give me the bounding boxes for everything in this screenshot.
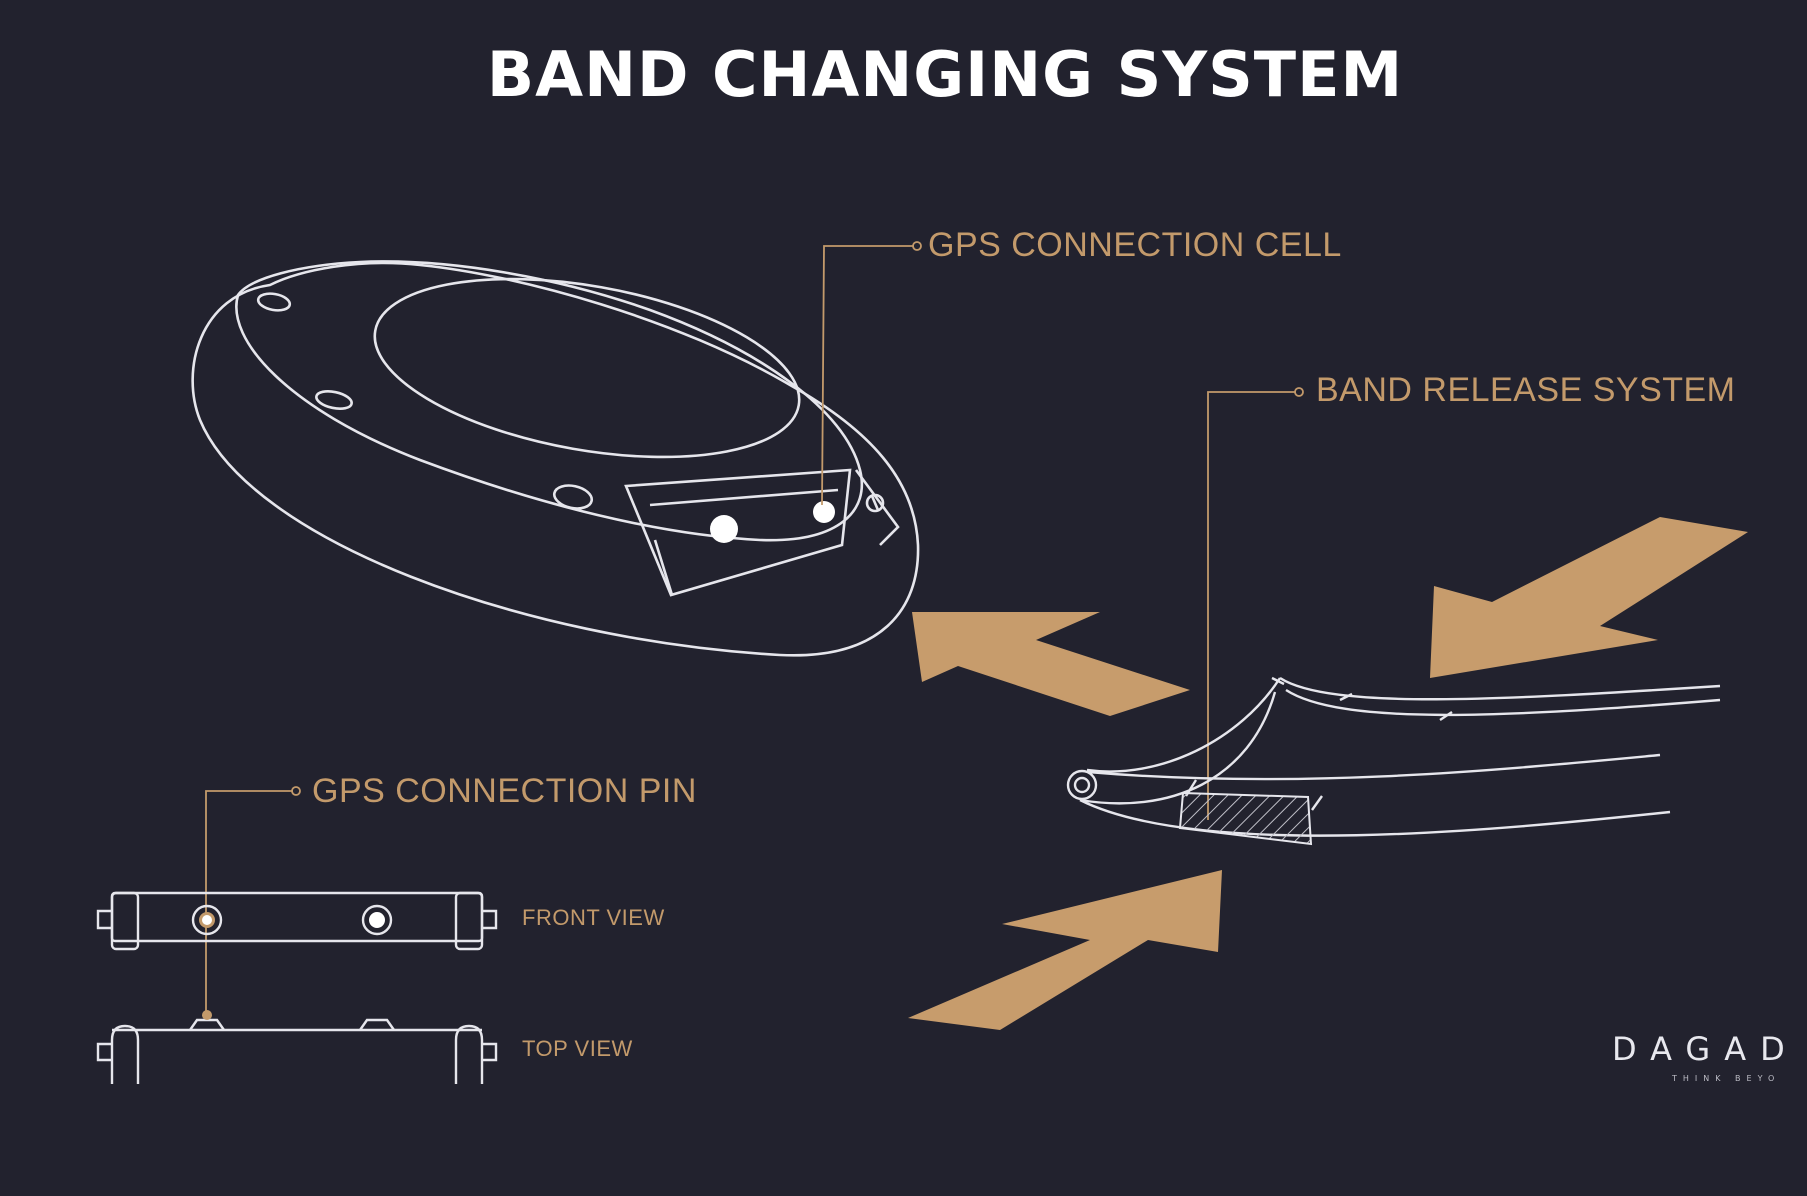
gps-connection-cell-label: GPS CONNECTION CELL	[928, 226, 1342, 264]
band-release-hatch	[1178, 791, 1313, 846]
front-view-pin-dots	[199, 912, 385, 928]
front-view-pin	[96, 891, 498, 951]
brand-logo: DAGAD	[1612, 1030, 1799, 1068]
top-view-label: TOP VIEW	[522, 1036, 633, 1061]
arrow-down-left	[1430, 517, 1748, 678]
watch-connection-cells	[710, 501, 835, 543]
brand-tagline: THINK BEYO	[1672, 1074, 1781, 1083]
top-view-pin	[96, 1018, 498, 1084]
direction-arrows	[908, 517, 1748, 1030]
front-view-label: FRONT VIEW	[522, 905, 665, 930]
band-illustration	[1066, 676, 1721, 837]
page-title: BAND CHANGING SYSTEM	[486, 38, 1404, 111]
arrow-up-left	[912, 612, 1190, 716]
arrow-up-right	[908, 870, 1222, 1030]
band-release-system-label: BAND RELEASE SYSTEM	[1316, 371, 1736, 409]
watch-body-illustration	[191, 260, 920, 657]
gps-connection-pin-label: GPS CONNECTION PIN	[312, 772, 697, 810]
top-view-pin-contact	[202, 1010, 212, 1020]
